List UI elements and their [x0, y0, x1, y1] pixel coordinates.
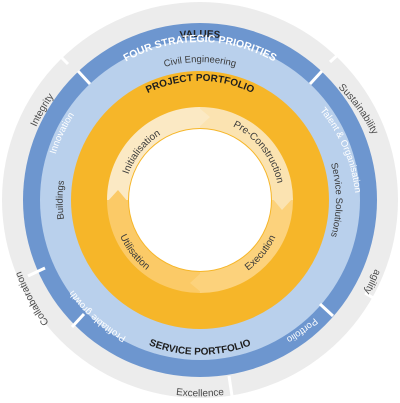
values-dividers [27, 48, 381, 397]
svg-text:Service Solutions: Service Solutions [328, 162, 344, 239]
svg-text:Civil Engineering: Civil Engineering [163, 54, 238, 70]
phase-execution-segment [200, 200, 293, 293]
priority-dividers [70, 69, 335, 329]
phase-arrow-left [107, 190, 128, 202]
service-civil-engineering-label: Civil Engineering [163, 54, 238, 70]
values-title: VALUES [179, 29, 221, 41]
phase-utilisation-segment [107, 200, 200, 293]
phase-arrow-bottom [190, 272, 202, 293]
value-excellence-label: Excellence [176, 387, 225, 400]
svg-text:Excellence: Excellence [176, 387, 225, 400]
service-solutions-label: Service Solutions [328, 162, 344, 239]
phase-arrow-top [198, 107, 210, 128]
center-circle [129, 129, 271, 271]
phase-arrow-right [272, 198, 293, 210]
phase-initialisation-segment [107, 107, 200, 200]
phase-preconstruction-segment [200, 107, 293, 200]
svg-text:Buildings: Buildings [55, 179, 67, 220]
svg-text:VALUES: VALUES [179, 29, 221, 41]
service-buildings-label: Buildings [55, 179, 67, 220]
